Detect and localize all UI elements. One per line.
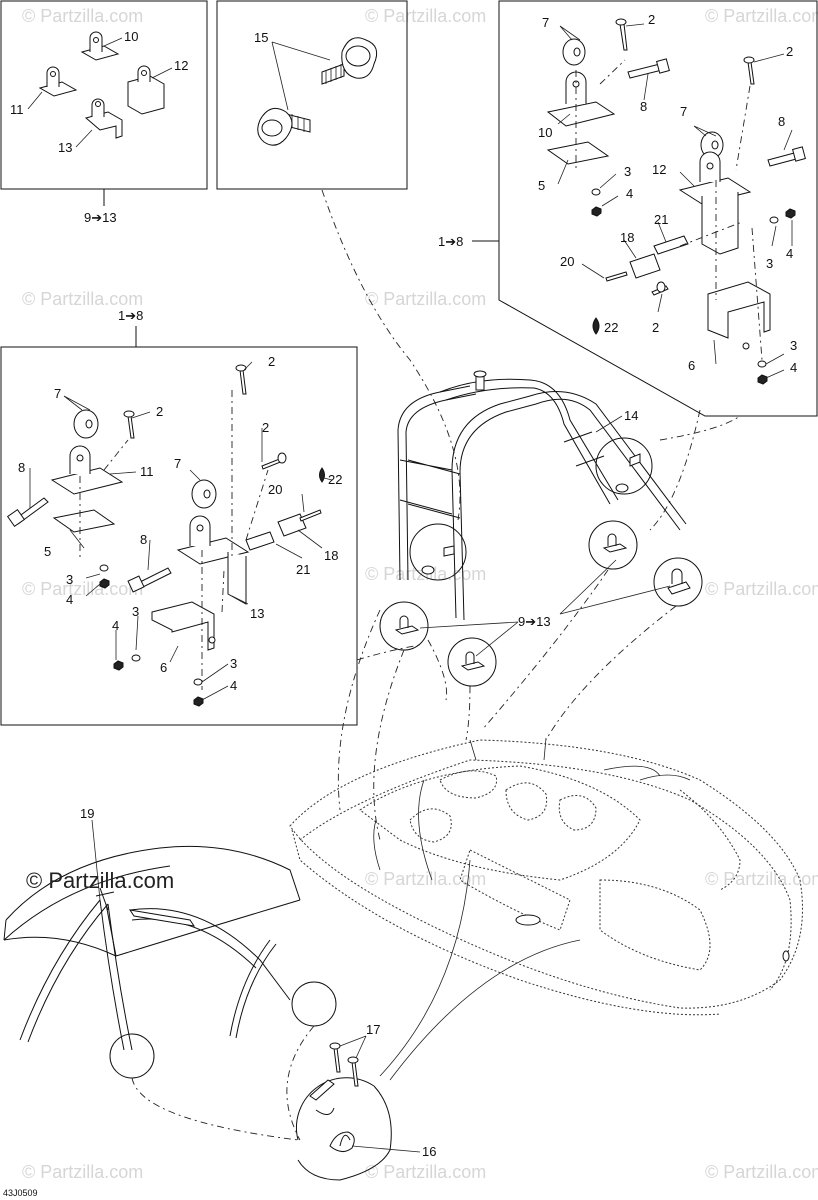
plate-11 [38,66,78,97]
callout-2: 2 [648,12,655,27]
watermark: © Partzilla.com [365,1162,486,1182]
watermark: © Partzilla.com [365,289,486,309]
callout-21: 21 [296,562,310,577]
callout-2: 2 [156,404,163,419]
callout-10: 10 [124,29,138,44]
callout-3: 3 [624,164,631,179]
callout-14: 14 [624,408,638,423]
callout-16: 16 [422,1144,436,1159]
callout-9-13-b: 9➔13 [518,614,551,629]
watermark: © Partzilla.com [22,289,143,309]
callout-5: 5 [538,178,545,193]
callout-11: 11 [140,464,154,479]
callout-6: 6 [688,358,695,373]
callout-6: 6 [160,660,167,675]
connector-lines [321,189,741,841]
bimini-top-19: 19 © Partzilla.com [3,806,337,1079]
callout-21: 21 [654,212,668,227]
knob-15-upper [321,37,378,85]
watermark: © Partzilla.com [705,1162,818,1182]
box-bracket-assembly-left: 1➔8 [0,308,358,726]
detail-circles: 9➔13 [379,437,703,687]
callout-20: 20 [268,482,282,497]
watermark: © Partzilla.com [365,6,486,26]
plate-12 [127,65,165,115]
callout-2: 2 [786,44,793,59]
watermark: © Partzilla.com [365,869,486,889]
callout-3: 3 [230,656,237,671]
callout-7: 7 [54,386,61,401]
callout-18: 18 [620,230,634,245]
boat-attachment-arrows [373,737,661,881]
callout-4: 4 [626,186,633,201]
callout-7: 7 [542,15,549,30]
box-knobs: 15 [216,0,408,190]
callout-8: 8 [640,99,647,114]
callout-2: 2 [262,420,269,435]
callout-4: 4 [790,360,797,375]
callout-8: 8 [778,114,785,129]
callout-9-13-a: 9➔13 [84,210,117,225]
callout-5: 5 [44,544,51,559]
callout-19: 19 [80,806,94,821]
plate-13 [84,98,123,139]
watermark-dark: © Partzilla.com [26,868,174,893]
callout-11: 11 [10,102,24,117]
callout-22: 22 [604,320,618,335]
diagram-code: 43J0509 [3,1188,38,1198]
box-bracket-assembly-right: 7 2 2 8 10 7 8 5 12 3 4 1➔8 21 18 20 3 4… [438,0,818,417]
watermark: © Partzilla.com [705,869,818,889]
callout-3: 3 [132,604,139,619]
callout-7: 7 [680,104,687,119]
knob-15-lower [257,107,311,146]
callout-8: 8 [140,532,147,547]
callout-12: 12 [652,162,666,177]
watermark: © Partzilla.com [22,579,143,599]
watermark: © Partzilla.com [22,1162,143,1182]
callout-15: 15 [254,30,268,45]
callout-7: 7 [174,456,181,471]
callout-3: 3 [790,338,797,353]
callout-2: 2 [652,320,659,335]
callout-13: 13 [250,606,264,621]
callout-18: 18 [324,548,338,563]
callout-3: 3 [66,572,73,587]
plate-10 [80,31,120,61]
detail-anchor-16: 17 16 [131,859,581,1181]
callout-13: 13 [58,140,72,155]
callout-2: 2 [268,354,275,369]
callout-8: 8 [18,460,25,475]
box-mount-plates: 10 12 11 13 9➔13 [0,0,208,225]
callout-4: 4 [112,618,119,633]
callout-4: 4 [66,592,73,607]
callout-4: 4 [230,678,237,693]
callout-20: 20 [560,254,574,269]
callout-1-8-b: 1➔8 [118,308,143,323]
callout-3: 3 [766,256,773,271]
boat-hull [289,739,803,1016]
watermark: © Partzilla.com [705,579,818,599]
watermark: © Partzilla.com [705,6,818,26]
callout-1-8-a: 1➔8 [438,234,463,249]
callout-12: 12 [174,58,188,73]
callout-22: 22 [328,472,342,487]
watermark: © Partzilla.com [22,6,143,26]
tower-14: 14 [397,370,687,621]
callout-4: 4 [786,246,793,261]
callout-17: 17 [366,1022,380,1037]
callout-10: 10 [538,125,552,140]
